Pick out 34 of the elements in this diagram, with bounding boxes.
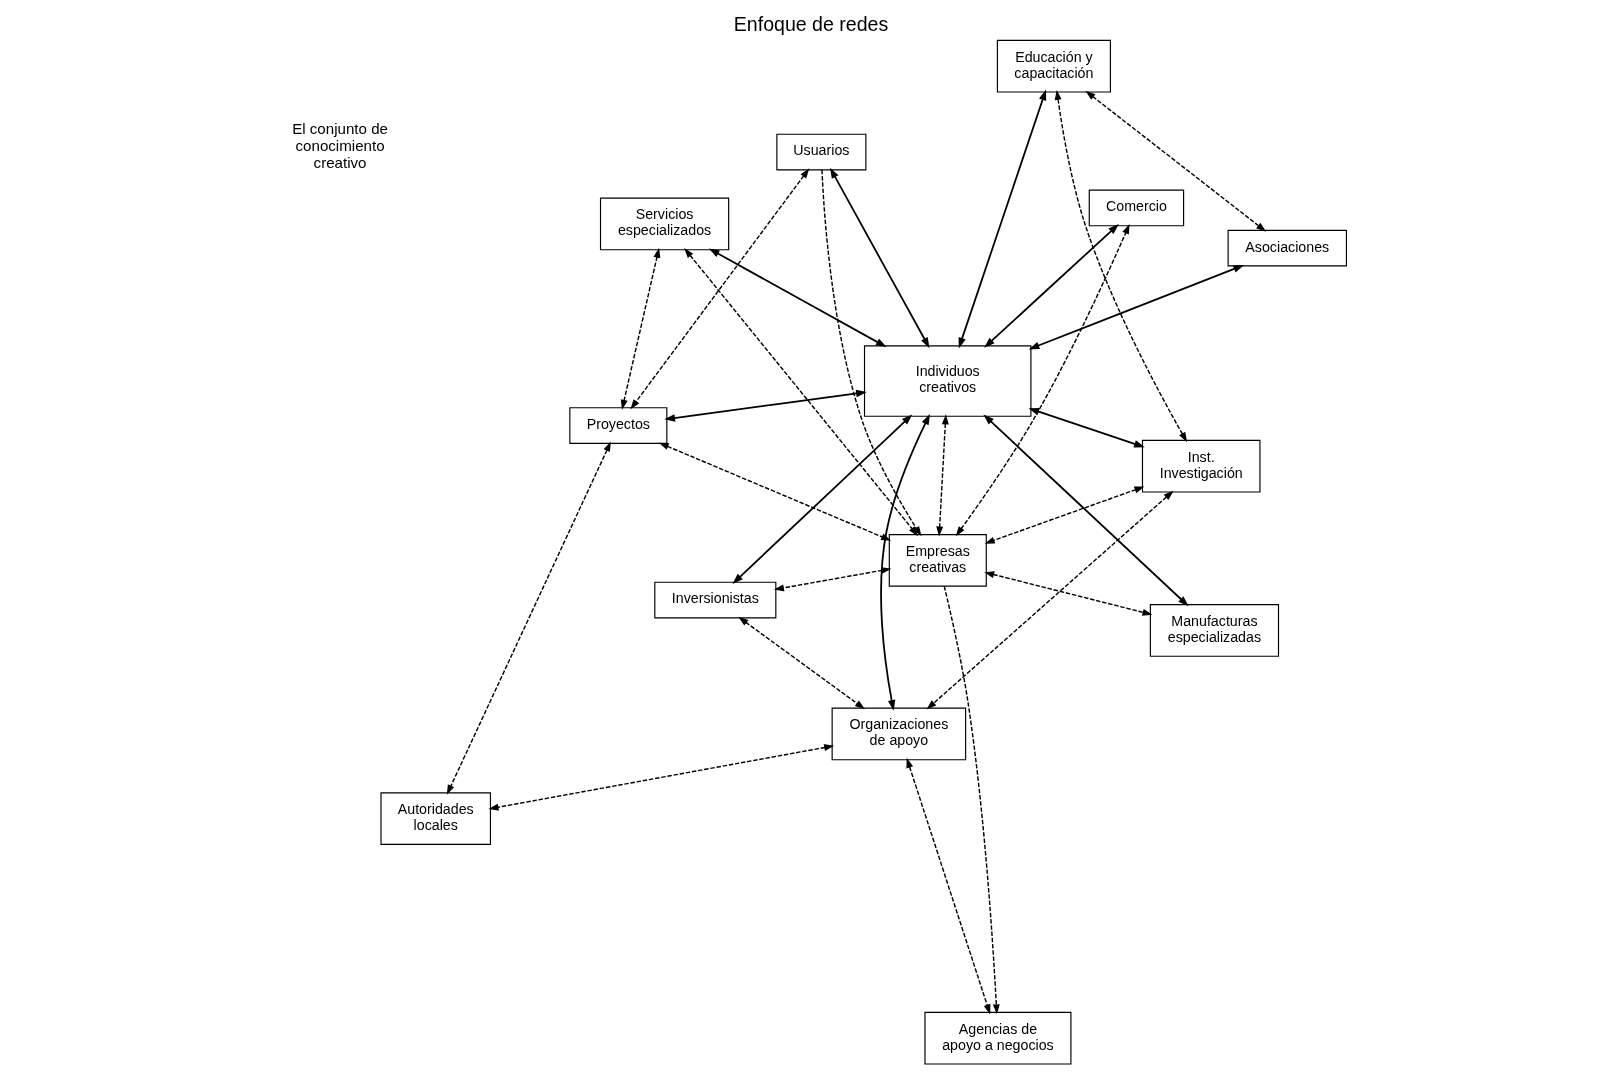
- arrow: [905, 757, 990, 1015]
- node-box: Inst. Investigación: [1141, 439, 1260, 493]
- node-box: Usuarios: [775, 133, 866, 171]
- node-box: Servicios especializados: [599, 197, 729, 251]
- node-box: Asociaciones: [1227, 229, 1347, 267]
- node-box: Inversionistas: [653, 581, 776, 619]
- label: El conjunto de conocimiento creativo: [291, 119, 388, 171]
- arrow: [982, 414, 1189, 607]
- node-box: Manufacturas especializadas: [1149, 604, 1279, 657]
- arrow: [958, 89, 1046, 349]
- node-box: Comercio: [1088, 189, 1184, 227]
- arrow: [943, 585, 1000, 1015]
- node-box: Individuos creativos: [863, 345, 1031, 417]
- arrow: [620, 247, 660, 410]
- node-box: Proyectos: [568, 407, 667, 444]
- arrow: [663, 389, 867, 422]
- arrow: [1084, 90, 1266, 232]
- arrow: [983, 224, 1119, 348]
- arrow: [629, 168, 809, 410]
- arrow: [488, 744, 834, 811]
- diagram-title: Enfoque de redes: [733, 13, 888, 36]
- arrow: [731, 414, 912, 584]
- node-box: Educación y capacitación: [996, 39, 1111, 93]
- arrow: [683, 248, 918, 537]
- arrow: [773, 566, 891, 592]
- arrow: [446, 441, 611, 795]
- node-box: Autoridades locales: [379, 792, 491, 846]
- arrow: [935, 414, 949, 537]
- arrow: [955, 223, 1130, 537]
- arrow: [983, 571, 1152, 616]
- node-box: Agencias de apoyo a negocios: [923, 1011, 1071, 1065]
- arrow: [926, 490, 1174, 710]
- node-box: Organizaciones de apoyo: [831, 707, 966, 761]
- node-box: Empresas creativas: [888, 534, 987, 587]
